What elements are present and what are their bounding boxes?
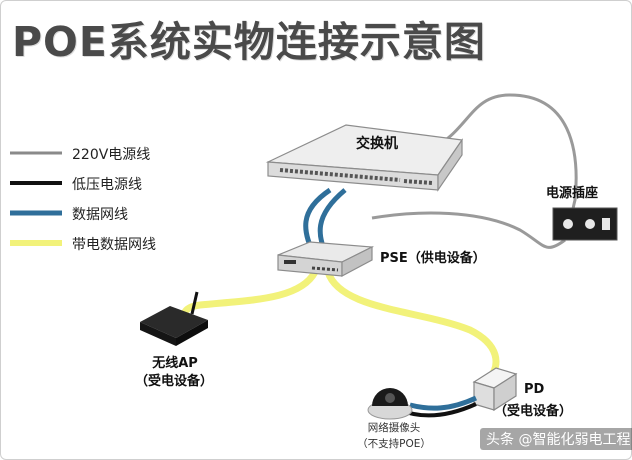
switch-device — [265, 124, 464, 192]
legend-label-220v: 220V电源线 — [72, 147, 151, 163]
camera-name-label: 网络摄像头 — [367, 422, 421, 434]
network-camera — [367, 388, 413, 420]
power-outlet — [552, 207, 618, 241]
cable-poe-ap — [178, 270, 319, 320]
diagram-title: POE系统实物连接示意图 — [12, 18, 486, 66]
wireless-ap-device — [140, 291, 208, 346]
legend-label-data: 数据网线 — [72, 207, 128, 223]
watermark-text: 头条 @智能化弱电工程 — [480, 428, 632, 450]
ap-role-label: （受电设备） — [134, 374, 213, 389]
camera-note-label: （不支持POE） — [357, 438, 431, 450]
pse-device — [277, 241, 375, 277]
pse-label: PSE（供电设备） — [380, 251, 486, 266]
switch-label: 交换机 — [356, 136, 398, 152]
cable-data-camera — [409, 395, 478, 411]
pd-role-label: （受电设备） — [494, 404, 573, 419]
legend-label-low-voltage: 低压电源线 — [72, 177, 142, 193]
pd-name-label: PD — [524, 382, 545, 397]
cable-220v-pse — [371, 211, 566, 249]
cable-poe-pd — [324, 270, 500, 381]
power-outlet-label: 电源插座 — [546, 186, 599, 201]
ap-name-label: 无线AP — [152, 356, 198, 371]
pd-device — [472, 367, 518, 412]
legend-label-powered-data: 带电数据网线 — [72, 237, 156, 253]
